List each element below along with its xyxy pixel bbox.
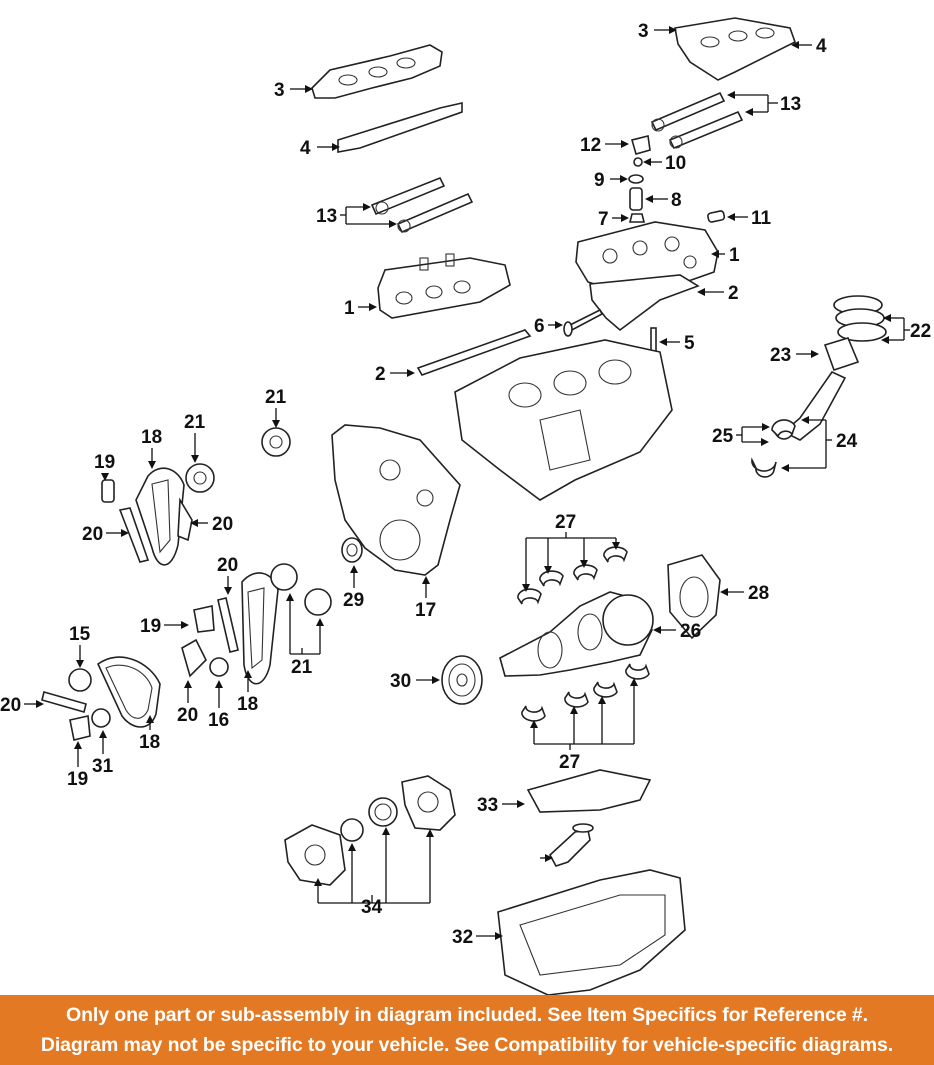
callout-18-lower: 18 [139, 732, 160, 753]
callout-labels: 3 3 4 4 13 13 12 10 9 8 7 11 1 2 1 6 5 2… [0, 21, 931, 948]
engine-parts-diagram: 3 3 4 4 13 13 12 10 9 8 7 11 1 2 1 6 5 2… [0, 17, 931, 995]
timing-set-left-upper [101, 463, 215, 566]
disclaimer-line-1: Only one part or sub-assembly in diagram… [66, 1004, 868, 1026]
valve-cover-left [311, 44, 443, 99]
callout-32: 33 [477, 795, 498, 816]
main-bearings-upper [517, 546, 628, 605]
callout-8: 8 [671, 190, 682, 211]
disclaimer-line-2: Diagram may not be specific to your vehi… [40, 1034, 894, 1056]
piston-assembly [751, 295, 887, 478]
callout-20-middle-lower: 20 [177, 705, 198, 726]
callout-1-left: 1 [344, 298, 355, 319]
callout-20-lower-left: 20 [0, 695, 21, 716]
valve-cover-gasket-left [337, 101, 463, 153]
callout-20-upper-left: 20 [82, 524, 103, 545]
callout-1-right: 1 [729, 245, 740, 266]
timing-set-middle [181, 563, 332, 685]
callout-19-middle: 19 [140, 616, 161, 637]
callout-17: 17 [415, 600, 436, 621]
callout-27-upper: 27 [555, 512, 576, 533]
oil-pickup-tube [548, 823, 594, 867]
timing-set-lower-left [41, 656, 161, 741]
callout-5: 5 [684, 333, 695, 354]
callout-20-upper-right: 20 [212, 514, 233, 535]
callout-4-left: 4 [300, 138, 311, 159]
callout-19-upper: 19 [94, 452, 115, 473]
callout-15: 16 [208, 710, 229, 731]
callout-14: 15 [69, 624, 91, 645]
oil-pan [497, 869, 686, 995]
harmonic-balancer [441, 655, 483, 705]
rear-seal-retainer [667, 554, 721, 640]
callout-13-left: 13 [316, 206, 337, 227]
callout-33: 34 [361, 897, 383, 918]
callout-23: 23 [770, 345, 791, 366]
callout-2-right: 2 [728, 283, 739, 304]
front-seal [341, 537, 363, 563]
callout-24: 24 [836, 431, 858, 452]
main-bearings-lower [521, 663, 650, 722]
callout-2-left: 2 [375, 364, 386, 385]
callout-22: 22 [910, 321, 931, 342]
timing-cover [331, 424, 461, 576]
callout-30: 30 [390, 671, 411, 692]
cylinder-head-left [377, 253, 511, 319]
callout-3-left: 3 [274, 80, 285, 101]
callout-29: 29 [343, 590, 364, 611]
callout-7: 7 [598, 209, 609, 230]
callout-31: 32 [452, 927, 473, 948]
callout-4-right: 4 [816, 36, 827, 57]
callout-13-right: 13 [780, 94, 801, 115]
callout-21-middle: 21 [291, 657, 313, 678]
callout-18-middle: 18 [237, 694, 258, 715]
callout-21-left: 21 [184, 412, 206, 433]
callout-20-middle: 20 [217, 555, 238, 576]
callout-6: 6 [534, 316, 545, 337]
callout-25: 25 [712, 426, 734, 447]
callout-18-upper: 18 [141, 427, 162, 448]
callout-3-right: 3 [638, 21, 649, 42]
oil-pump [284, 775, 456, 886]
callout-16: 31 [92, 756, 114, 777]
valve-cover-right [674, 17, 796, 81]
callout-11: 11 [751, 208, 772, 229]
leader-lines [24, 26, 910, 940]
camshafts-right [650, 91, 744, 150]
camshaft-sprocket-upper [261, 427, 291, 457]
callout-26: 26 [680, 621, 701, 642]
valvetrain-small-parts [628, 135, 726, 223]
callout-10: 10 [665, 153, 686, 174]
callout-9: 9 [594, 170, 605, 191]
engine-block [454, 339, 673, 501]
disclaimer-banner: Only one part or sub-assembly in diagram… [0, 995, 934, 1065]
camshafts-left [370, 176, 474, 234]
oil-pan-baffle [526, 769, 652, 813]
head-gasket-right [589, 274, 700, 332]
callout-28: 28 [748, 583, 769, 604]
callout-12: 12 [580, 135, 601, 156]
head-gasket-left [416, 329, 532, 376]
crankshaft [499, 591, 654, 677]
callout-21-top: 21 [265, 387, 287, 408]
callout-27-lower: 27 [559, 752, 580, 773]
callout-19-lower: 19 [67, 769, 88, 790]
